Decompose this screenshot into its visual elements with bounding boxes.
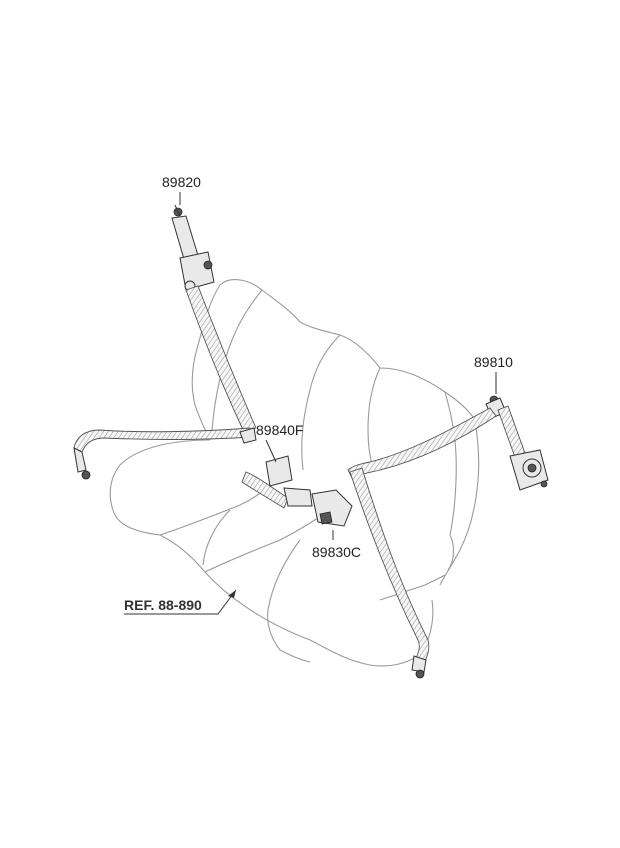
label-89840F: 89840F bbox=[256, 422, 303, 438]
leader-lines bbox=[124, 192, 497, 615]
ref-label: REF. 88-890 bbox=[124, 597, 202, 613]
label-89810: 89810 bbox=[474, 354, 513, 370]
label-89820: 89820 bbox=[162, 174, 201, 190]
right-seatbelt-assembly bbox=[347, 395, 549, 679]
left-seatbelt-assembly bbox=[73, 204, 257, 480]
label-89830C: 89830C bbox=[312, 544, 361, 560]
rear-seat-outline bbox=[109, 279, 480, 667]
center-buckle-assembly bbox=[241, 455, 353, 527]
